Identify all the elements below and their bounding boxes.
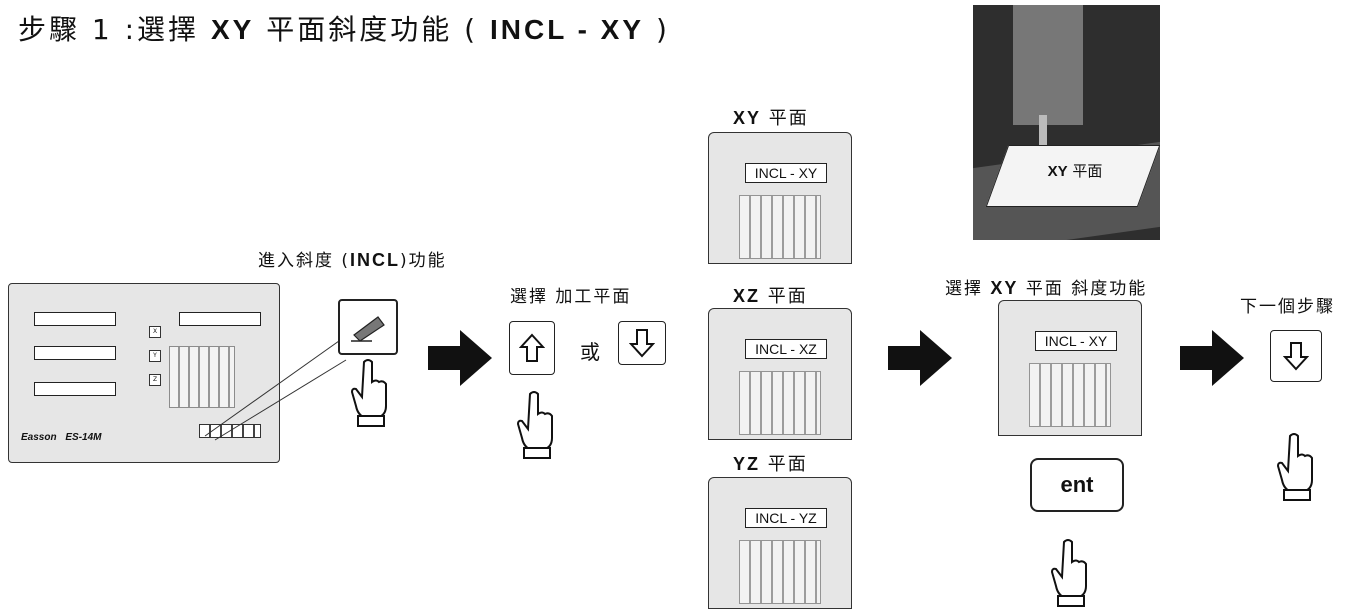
y-readout	[34, 346, 116, 360]
right-arrow-icon	[1180, 330, 1244, 386]
z-axis-key[interactable]: Z	[149, 374, 161, 386]
hand-pointer-icon	[1050, 539, 1087, 607]
y-axis-key[interactable]: Y	[149, 350, 161, 362]
keypad	[739, 195, 821, 259]
selected-xy-display: INCL - XY	[1035, 331, 1117, 351]
hand-pointer-icon	[350, 359, 387, 427]
page-title: 步驟 1 :選擇 XY 平面斜度功能 ( INCL - XY )	[18, 13, 670, 46]
right-arrow-icon	[428, 330, 492, 386]
keypad	[739, 540, 821, 604]
select-xy-caption: 選擇 XY 平面 斜度功能	[945, 278, 1148, 299]
or-label: 或	[580, 340, 600, 364]
xz-plane-display: INCL - XZ	[745, 339, 827, 359]
main-dro-panel: X Y Z Easson ES-14M	[8, 283, 280, 463]
xy-plane-panel: INCL - XY	[708, 132, 852, 264]
yz-plane-display: INCL - YZ	[745, 508, 827, 528]
incline-key[interactable]	[338, 299, 398, 355]
xy-plane-display: INCL - XY	[745, 163, 827, 183]
next-step-caption: 下一個步驟	[1240, 297, 1335, 317]
right-arrow-icon	[888, 330, 952, 386]
z-readout	[34, 382, 116, 396]
up-arrow-icon	[519, 333, 545, 362]
down-arrow-icon	[1283, 342, 1309, 371]
incline-icon	[351, 316, 385, 342]
workpiece-block: XY 平面	[985, 145, 1160, 207]
hand-pointer-icon	[516, 391, 553, 459]
keypad	[1029, 363, 1111, 427]
xz-plane-panel: INCL - XZ	[708, 308, 852, 440]
x-readout	[34, 312, 116, 326]
aux-readout	[179, 312, 261, 326]
keypad	[169, 346, 235, 408]
hand-pointer-icon	[1276, 433, 1313, 501]
next-down-arrow-key[interactable]	[1270, 330, 1322, 382]
enter-incl-caption: 進入斜度 (INCL)功能	[258, 250, 447, 271]
keypad	[739, 371, 821, 435]
xy-plane-heading: XY 平面	[733, 108, 809, 129]
select-plane-caption: 選擇 加工平面	[510, 287, 632, 307]
xz-plane-heading: XZ 平面	[733, 286, 808, 307]
brand-logo: Easson ES-14M	[21, 432, 102, 443]
yz-plane-panel: INCL - YZ	[708, 477, 852, 609]
function-keys	[199, 424, 261, 438]
x-axis-key[interactable]: X	[149, 326, 161, 338]
yz-plane-heading: YZ 平面	[733, 454, 808, 475]
up-arrow-key[interactable]	[509, 321, 555, 375]
down-arrow-icon	[629, 329, 655, 358]
down-arrow-key[interactable]	[618, 321, 666, 365]
selected-xy-panel: INCL - XY	[998, 300, 1142, 436]
ent-key[interactable]: ent	[1030, 458, 1124, 512]
machine-photo: XY 平面	[973, 5, 1160, 240]
